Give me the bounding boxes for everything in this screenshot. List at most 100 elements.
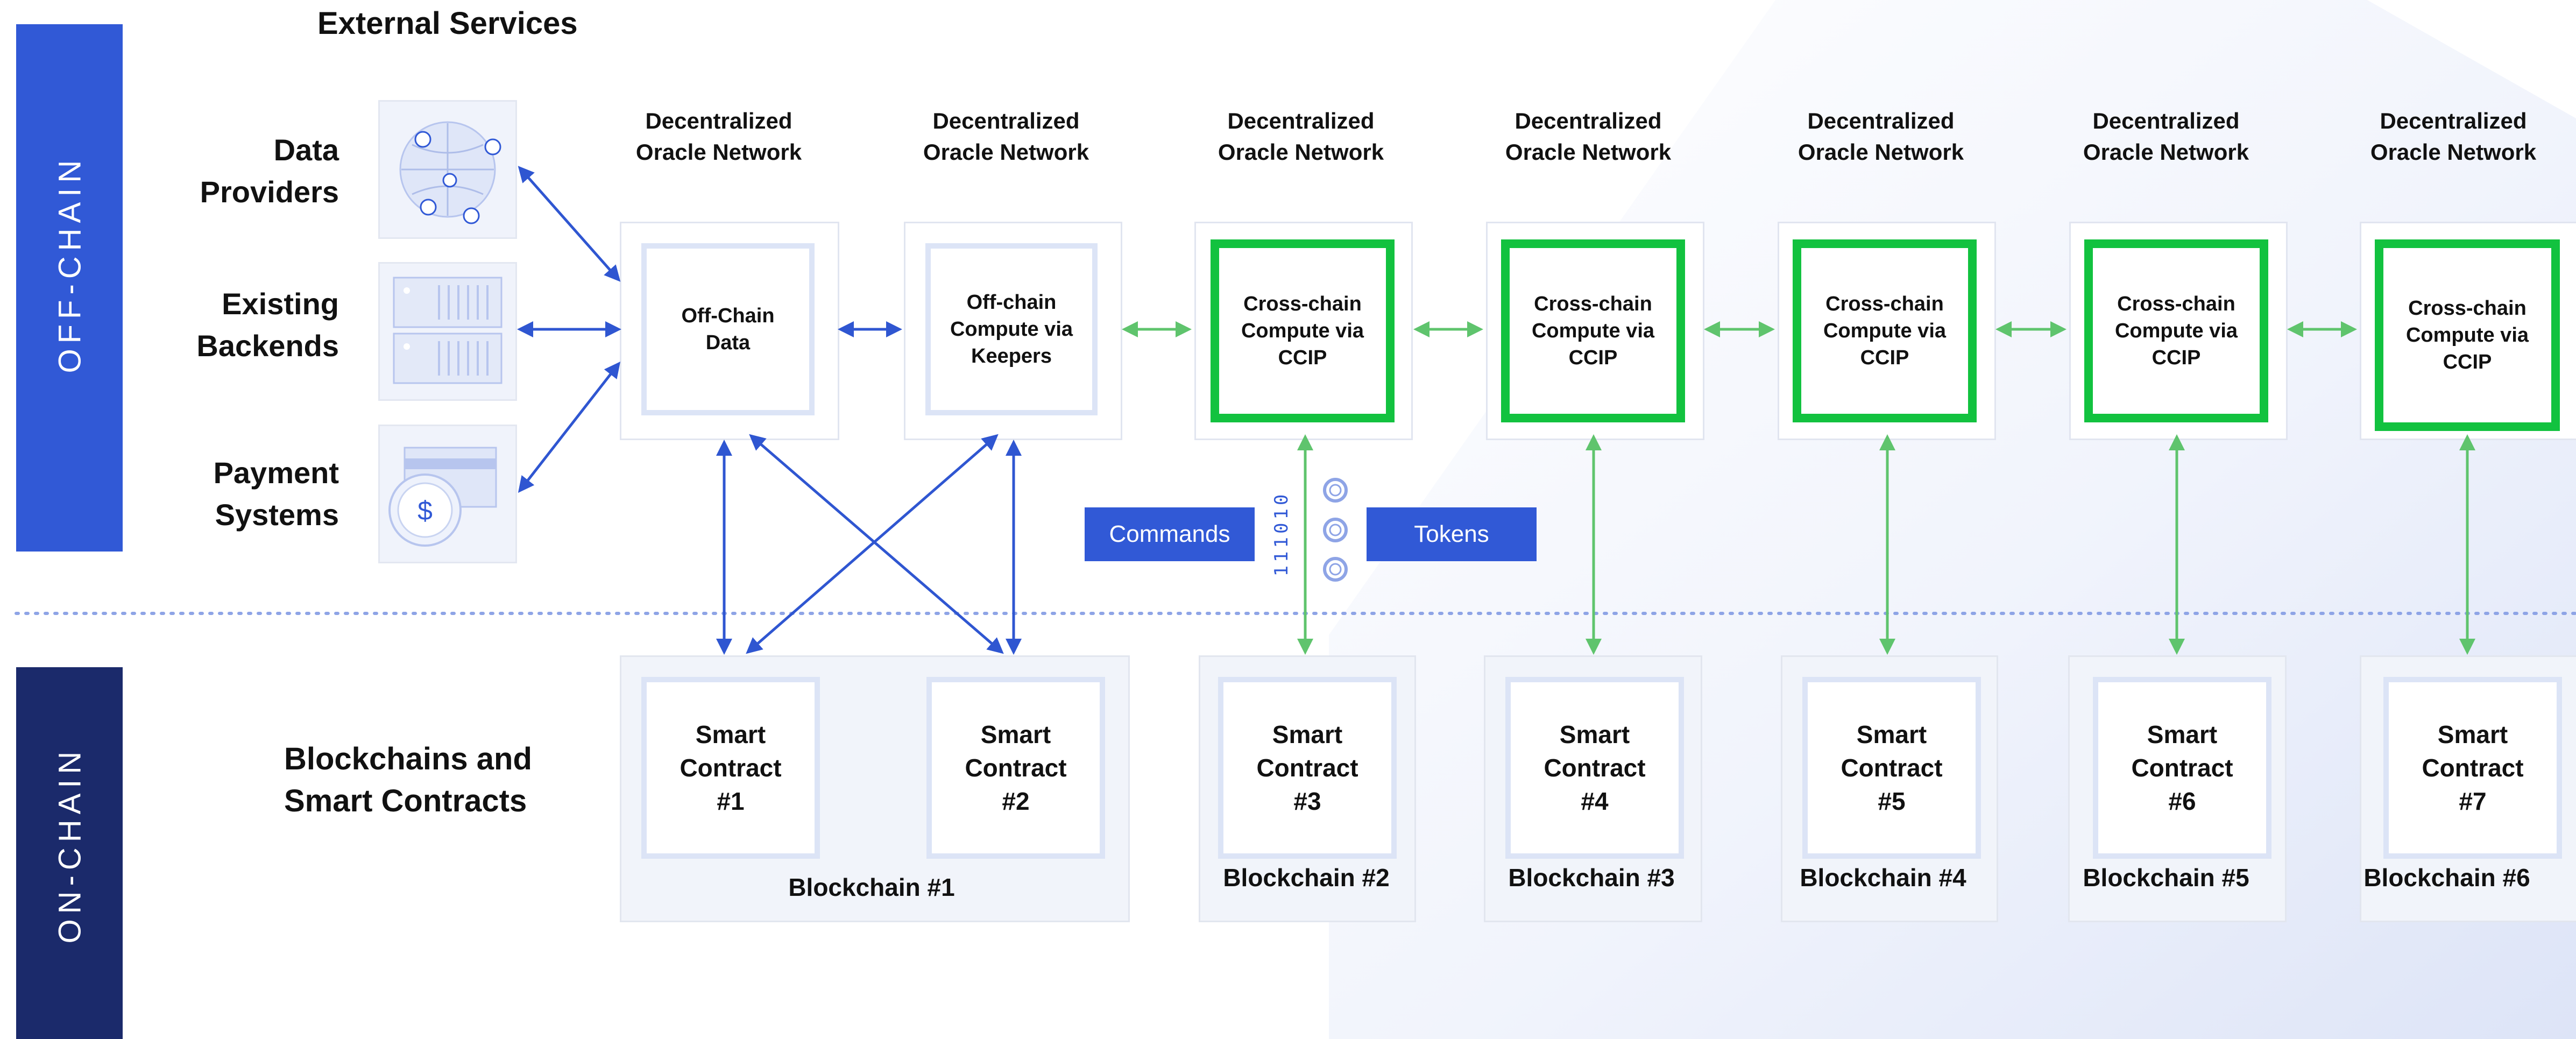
blockchains-title-line1: Blockchains and [284, 741, 532, 776]
don-label-line1: Decentralized [1807, 108, 1955, 133]
sc-number: #6 [2168, 787, 2196, 815]
oracle-node-text: Cross-chain [1534, 293, 1652, 315]
oracle-node-text: Compute via [950, 318, 1073, 341]
off-chain-band [16, 24, 123, 552]
oracle-node-text: Off-Chain [681, 305, 775, 327]
sc-line2: Contract [680, 754, 782, 782]
don-label-line1: Decentralized [2092, 108, 2240, 133]
svg-text:$: $ [417, 496, 433, 526]
arrow-data-providers [518, 166, 621, 282]
don-label-line2: Oracle Network [1797, 139, 1964, 165]
sc-line2: Contract [965, 754, 1067, 782]
don-label-line1: Decentralized [1515, 108, 1662, 133]
oracle-node-text: Cross-chain [2408, 297, 2527, 320]
blockchain-5-label: Blockchain #5 [2083, 864, 2249, 892]
blockchain-3-label: Blockchain #3 [1508, 864, 1675, 892]
existing-backends-line2: Backends [196, 329, 339, 363]
data-providers-label: Data Providers [161, 129, 339, 213]
sc-line2: Contract [1841, 754, 1943, 782]
arrow-od-sc2 [749, 434, 1004, 654]
oracle-node-text: CCIP [1860, 347, 1909, 369]
sc-number: #7 [2459, 787, 2487, 815]
sc-line1: Smart [1559, 720, 1630, 748]
sc-line2: Contract [1544, 754, 1646, 782]
existing-backends-label: Existing Backends [161, 283, 339, 367]
existing-backends-icon [378, 262, 517, 401]
blockchains-title: Blockchains and Smart Contracts [284, 738, 564, 822]
payment-systems-label: Payment Systems [161, 452, 339, 536]
don-label-line1: Decentralized [2380, 108, 2527, 133]
sc-line1: Smart [2147, 720, 2218, 748]
sc-number: #4 [1581, 787, 1609, 815]
commands-pill: Commands [1085, 507, 1255, 561]
don-label-line1: Decentralized [932, 108, 1080, 133]
don-label-line2: Oracle Network [2370, 139, 2537, 165]
payment-systems-icon: $ [378, 425, 517, 563]
sc-line1: Smart [2437, 720, 2508, 748]
oracle-node-text: Cross-chain [1825, 293, 1944, 315]
data-providers-line2: Providers [200, 175, 339, 209]
don-label-line1: Decentralized [645, 108, 792, 133]
blockchain-6-label: Blockchain #6 [2363, 864, 2530, 892]
sc-number: #2 [1002, 787, 1030, 815]
don-label-line2: Oracle Network [1505, 139, 1672, 165]
tokens-pill: Tokens [1367, 507, 1537, 561]
on-chain-band [16, 667, 123, 1039]
oracle-node-text: Off-chain [966, 291, 1057, 314]
oracle-node-text: Cross-chain [1243, 293, 1362, 315]
oracle-node-text: Data [705, 331, 751, 354]
don-label-line2: Oracle Network [1218, 139, 1384, 165]
don-label-6: Decentralized Oracle Network [2058, 105, 2274, 168]
sc-line2: Contract [2131, 754, 2233, 782]
oracle-node-text: Compute via [2114, 320, 2238, 342]
sc-line1: Smart [980, 720, 1051, 748]
oracle-node-text: Compute via [2405, 324, 2529, 347]
payment-systems-line1: Payment [213, 456, 339, 490]
oracle-node-text: Compute via [1241, 320, 1364, 342]
don-label-line1: Decentralized [1227, 108, 1375, 133]
token-coins-icon [1323, 478, 1348, 582]
don-label-3: Decentralized Oracle Network [1193, 105, 1409, 168]
don-label-4: Decentralized Oracle Network [1481, 105, 1696, 168]
oracle-node-text: Cross-chain [2117, 293, 2235, 315]
external-services-title: External Services [317, 6, 578, 41]
data-providers-line1: Data [273, 133, 339, 167]
sc-line2: Contract [2422, 754, 2524, 782]
arrow-keepers-sc1 [746, 434, 999, 654]
sc-line1: Smart [695, 720, 766, 748]
blockchain-4-label: Blockchain #4 [1800, 864, 1966, 892]
sc-line1: Smart [1856, 720, 1927, 748]
don-label-line2: Oracle Network [2083, 139, 2249, 165]
oracle-node-text: CCIP [1568, 347, 1618, 369]
oracle-node-text: Keepers [971, 345, 1052, 367]
data-providers-icon [378, 100, 517, 239]
blockchain-1-label: Blockchain #1 [788, 873, 955, 901]
don-label-line2: Oracle Network [923, 139, 1089, 165]
sc-number: #5 [1878, 787, 1906, 815]
blockchain-2-label: Blockchain #2 [1223, 864, 1390, 892]
don-label-5: Decentralized Oracle Network [1773, 105, 1988, 168]
arrow-payment-systems [518, 362, 621, 493]
existing-backends-line1: Existing [222, 287, 339, 321]
oracle-node-text: CCIP [2152, 347, 2201, 369]
payment-systems-line2: Systems [215, 498, 339, 532]
oracle-node-text: CCIP [2443, 351, 2492, 373]
oracle-node-text: CCIP [1278, 347, 1327, 369]
sc-number: #3 [1293, 787, 1321, 815]
oracle-node-text: Compute via [1823, 320, 1947, 342]
